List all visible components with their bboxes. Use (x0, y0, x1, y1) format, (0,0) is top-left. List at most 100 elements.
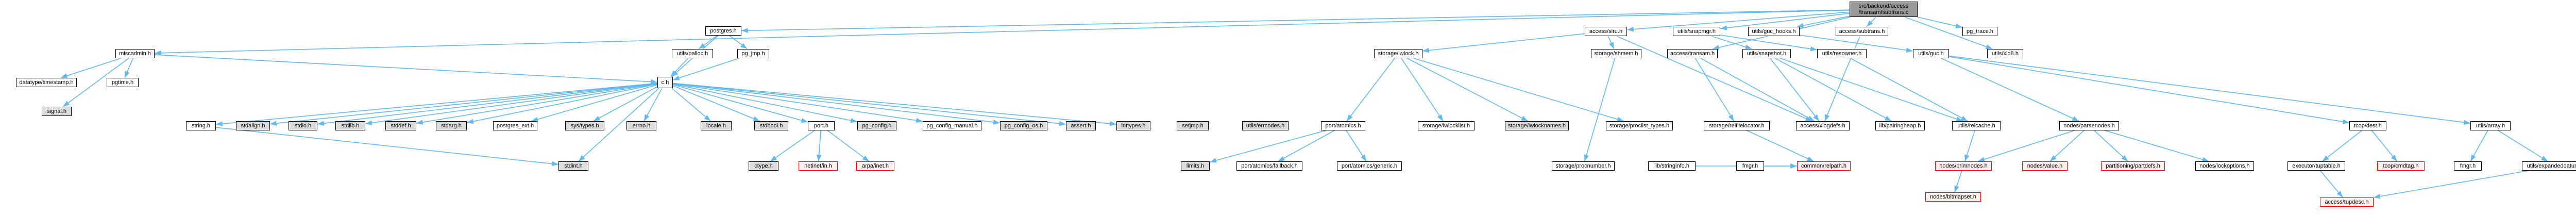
graph-node-accessslru[interactable]: access/slru.h (1585, 27, 1627, 36)
graph-edge-postgres-to-utilspalloc (698, 35, 718, 49)
graph-node-postgresext[interactable]: postgres_ext.h (493, 121, 537, 130)
graph-node-stddef[interactable]: stddef.h (385, 121, 416, 130)
graph-node-postgres[interactable]: postgres.h (705, 26, 741, 36)
graph-edge-tcopdest-to-executortuptable (2322, 130, 2362, 162)
graph-node-utilssnapmgr[interactable]: utils/snapmgr.h (1673, 27, 1720, 36)
graph-node-accesstransam[interactable]: access/transam.h (1667, 49, 1718, 58)
graph-node-portatomics[interactable]: port/atomics.h (1321, 121, 1365, 130)
graph-edge-ch-to-porth (672, 84, 808, 123)
graph-node-storagelwlocklist[interactable]: storage/lwlocklist.h (1418, 121, 1475, 130)
graph-node-fmgrh[interactable]: fmgr.h (1736, 161, 1764, 171)
graph-edge-accesstransam-to-accessxlogdefs (1700, 58, 1815, 122)
graph-edge-utilsrelcache-to-nodesprimnodes (1964, 130, 1975, 162)
graph-node-pgconfigos[interactable]: pg_config_os.h (1000, 121, 1047, 130)
graph-node-systypes[interactable]: sys/types.h (565, 121, 604, 130)
graph-node-portatomicsgeneric[interactable]: port/atomics/generic.h (1337, 161, 1402, 171)
graph-edge-utilssnapshot-to-libpairingheap (1775, 58, 1892, 122)
graph-node-portatomicsfallback[interactable]: port/atomics/fallback.h (1236, 161, 1302, 171)
graph-node-commonrelpath[interactable]: common/relpath.h (1797, 161, 1851, 171)
graph-edge-tcopdest-to-tcopcmdtag (2371, 130, 2398, 162)
graph-edge-storageshmem-to-storageprocnumber (1584, 58, 1616, 162)
graph-edge-nodesparsenodes-to-nodesvalue (2049, 130, 2084, 162)
graph-edge-utilspalloc-to-ch (670, 58, 689, 77)
graph-node-stdalign[interactable]: stdalign.h (236, 121, 270, 130)
graph-node-accessxlogdefs[interactable]: access/xlogdefs.h (1796, 121, 1850, 130)
graph-node-limitsh[interactable]: limits.h (1181, 161, 1210, 171)
graph-node-storagelwlocknames[interactable]: storage/lwlocknames.h (1505, 121, 1569, 130)
graph-node-stdbool[interactable]: stdbool.h (754, 121, 788, 130)
graph-node-pgtime[interactable]: pgtime.h (107, 78, 139, 87)
graph-edge-storagelwlock-to-portatomics (1346, 58, 1395, 122)
graph-node-storageshmem[interactable]: storage/shmem.h (1591, 49, 1641, 58)
graph-node-utilssnapshot[interactable]: utils/snapshot.h (1742, 49, 1791, 58)
graph-node-pgtrace[interactable]: pg_trace.h (1962, 27, 1997, 36)
graph-node-ctype[interactable]: ctype.h (749, 161, 778, 171)
graph-node-accesssubtrans[interactable]: access/subtrans.h (1836, 27, 1888, 36)
graph-node-nodesvalue[interactable]: nodes/value.h (2022, 161, 2067, 171)
graph-node-datatypetimestamp[interactable]: datatype/timestamp.h (16, 78, 77, 87)
graph-edge-miscadmin-to-datatypetimestamp (60, 58, 121, 78)
graph-edge-miscadmin-to-pgtime (124, 58, 133, 78)
graph-node-signal[interactable]: signal.h (42, 107, 72, 116)
graph-node-fmgr2[interactable]: fmgr.h (2454, 161, 2482, 171)
graph-node-storagerelfilelocator[interactable]: storage/relfilelocator.h (1704, 121, 1770, 130)
graph-node-stdarg[interactable]: stdarg.h (436, 121, 467, 130)
graph-node-nodesparsenodes[interactable]: nodes/parsenodes.h (2059, 121, 2119, 130)
graph-node-pgjmp[interactable]: pg_jmp.h (737, 49, 769, 58)
graph-node-utilsrelcache[interactable]: utils/relcache.h (1952, 121, 2001, 130)
graph-node-pgconfig[interactable]: pg_config.h (857, 121, 896, 130)
graph-edge-root-to-utilsguchooks (1797, 15, 1850, 28)
graph-edge-storagerelfilelocator-to-commonrelpath (1747, 130, 1814, 162)
graph-edge-utilsresowner-to-utilsrelcache (1850, 58, 1968, 122)
graph-node-porth[interactable]: port.h (808, 121, 835, 130)
graph-node-stringh[interactable]: string.h (186, 121, 216, 130)
graph-node-executortuptable[interactable]: executor/tuptable.h (2287, 161, 2345, 171)
graph-node-miscadmin[interactable]: miscadmin.h (115, 49, 155, 58)
graph-node-utilsxidinst[interactable]: utils/xid8.h (1987, 49, 2023, 58)
graph-node-utilsarray[interactable]: utils/array.h (2470, 121, 2511, 130)
graph-edge-accessslru-to-accessxlogdefs (1616, 36, 1812, 122)
graph-edge-ch-to-stdint (578, 88, 659, 162)
graph-node-stdio[interactable]: stdio.h (289, 121, 317, 130)
graph-node-libstringinfo[interactable]: lib/stringinfo.h (1648, 161, 1696, 171)
graph-node-tcopdest[interactable]: tcop/dest.h (2349, 121, 2386, 130)
graph-node-pgconfigmanual[interactable]: pg_config_manual.h (923, 121, 981, 130)
graph-node-partitioningpartdefs[interactable]: partitioning/partdefs.h (2101, 161, 2165, 171)
graph-edge-miscadmin-to-ch (154, 54, 658, 85)
graph-node-assert[interactable]: assert.h (1066, 121, 1096, 130)
graph-node-utilserrcodes[interactable]: utils/errcodes.h (1242, 121, 1289, 130)
graph-node-root[interactable]: src/backend/access /transam/subtrans.c (1850, 2, 1918, 17)
graph-node-stdint[interactable]: stdint.h (558, 161, 588, 171)
graph-node-accesstupdesc[interactable]: access/tupdesc.h (2320, 197, 2374, 207)
graph-node-stdlib[interactable]: stdlib.h (335, 121, 365, 130)
graph-node-storagelwlock[interactable]: storage/lwlock.h (1374, 49, 1422, 58)
graph-node-nodesprimnodes[interactable]: nodes/primnodes.h (1935, 161, 1992, 171)
graph-edge-utilssnapmgr-to-utilssnapshot (1711, 36, 1752, 49)
graph-node-utilsexpandeddatum[interactable]: utils/expandeddatum.h (2522, 161, 2576, 171)
graph-node-errno[interactable]: errno.h (626, 121, 656, 130)
graph-node-locale[interactable]: locale.h (701, 121, 732, 130)
graph-node-utilsresowner[interactable]: utils/resowner.h (1817, 49, 1867, 58)
graph-edge-executortuptable-to-accesstupdesc (2319, 170, 2344, 198)
graph-edge-postgres-to-pgjmp (729, 35, 748, 49)
graph-node-storageprocnumber[interactable]: storage/procnumber.h (1552, 161, 1615, 171)
graph-edge-accesstransam-to-storagerelfilelocator (1694, 58, 1735, 122)
graph-node-utilsguchooks[interactable]: utils/guc_hooks.h (1748, 27, 1800, 36)
graph-node-arpainet[interactable]: arpa/inet.h (856, 161, 894, 171)
graph-node-utilspalloc[interactable]: utils/palloc.h (672, 49, 713, 58)
graph-node-tcopcmdtag[interactable]: tcop/cmdtag.h (2377, 161, 2425, 171)
graph-node-nodesbitmapset[interactable]: nodes/bitmapset.h (1925, 192, 1981, 202)
graph-node-nodeslockoptions[interactable]: nodes/lockoptions.h (2195, 161, 2254, 171)
graph-node-ch[interactable]: c.h (657, 77, 673, 88)
graph-edge-ch-to-stdlib (365, 83, 658, 126)
graph-edge-root-to-accessslru (1626, 11, 1850, 32)
graph-node-netinetin[interactable]: netinet/in.h (799, 161, 838, 171)
graph-edge-storagelwlock-to-storagelwlocknames (1406, 58, 1529, 122)
graph-node-setjmp[interactable]: setjmp.h (1177, 121, 1209, 130)
graph-node-libpairingheap[interactable]: lib/pairingheap.h (1875, 121, 1925, 130)
graph-edge-ch-to-assert (672, 82, 1066, 126)
graph-node-utilsguc[interactable]: utils/guc.h (1913, 49, 1949, 58)
graph-node-storageproclisttypes[interactable]: storage/proclist_types.h (1606, 121, 1673, 130)
graph-node-inttypes[interactable]: inttypes.h (1116, 121, 1150, 130)
